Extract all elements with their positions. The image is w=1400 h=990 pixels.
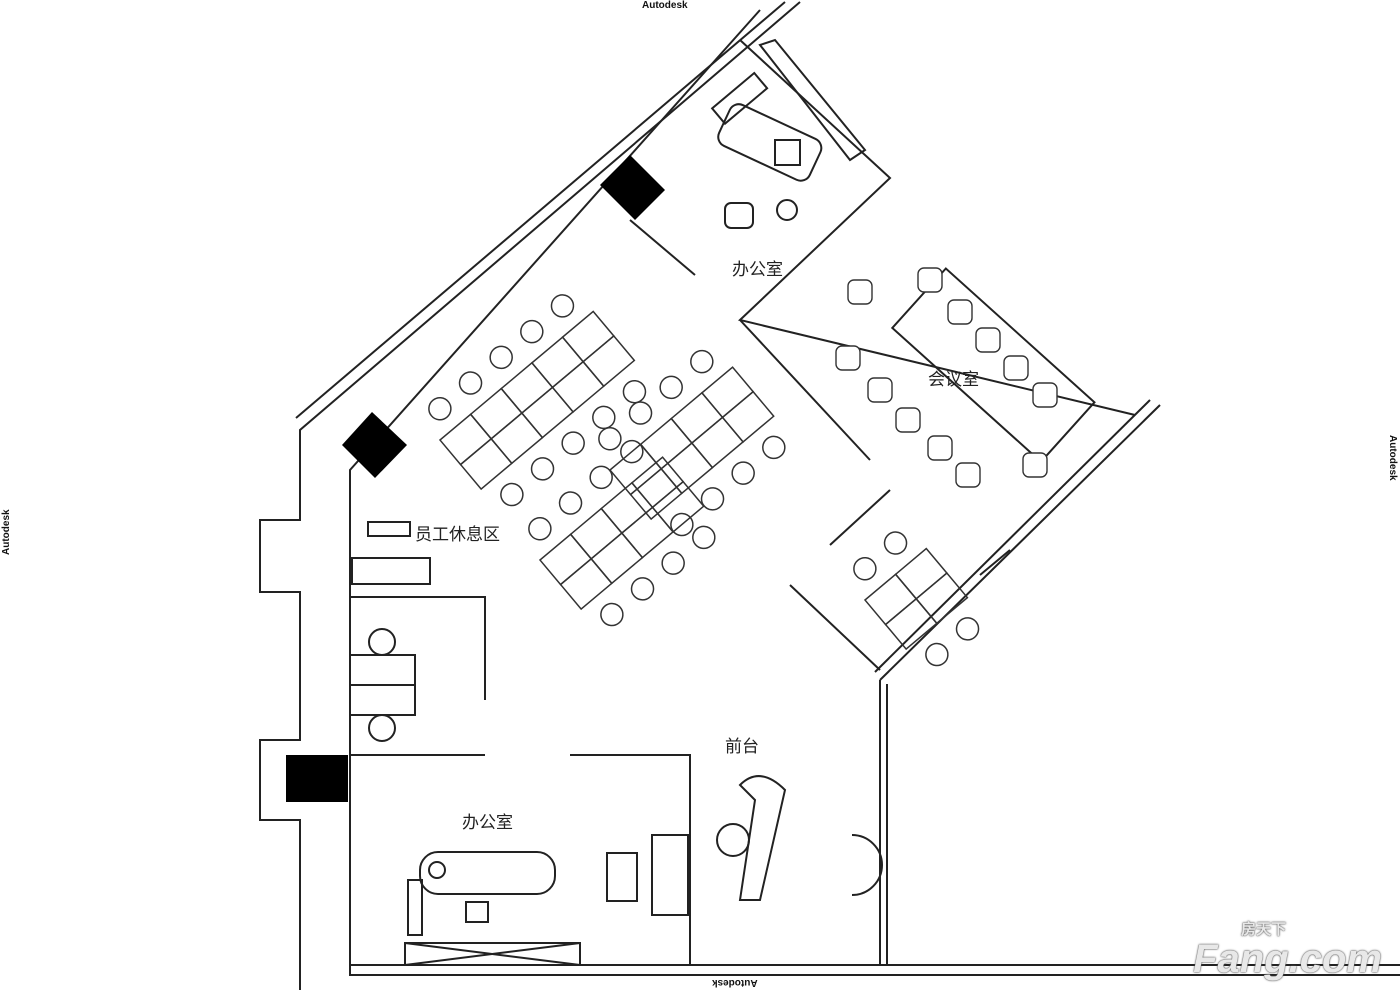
desk xyxy=(500,361,554,415)
meeting-chair xyxy=(895,407,921,433)
desk xyxy=(559,557,613,611)
chair xyxy=(530,457,555,481)
chair xyxy=(592,405,616,430)
meeting-chair xyxy=(1003,355,1029,381)
chair xyxy=(561,431,585,455)
chair xyxy=(628,401,653,425)
chair xyxy=(731,461,755,485)
autodesk-left: Autodesk xyxy=(1,509,12,555)
desk xyxy=(894,547,948,600)
label-meeting-room: 会议室 xyxy=(928,370,979,390)
meeting-chairs xyxy=(835,267,1058,488)
autodesk-top: Autodesk xyxy=(642,0,688,11)
label-office-top: 办公室 xyxy=(732,260,783,280)
chair xyxy=(528,517,552,541)
workstation-cluster xyxy=(528,439,716,627)
meeting-chair xyxy=(1022,452,1048,478)
desk xyxy=(490,412,544,465)
desk xyxy=(459,437,513,491)
chair xyxy=(520,319,544,344)
chair xyxy=(692,525,716,550)
desk xyxy=(569,507,623,560)
chair xyxy=(690,349,714,374)
desk xyxy=(690,416,745,469)
meeting-chair xyxy=(975,327,1001,353)
autodesk-bottom: Autodesk xyxy=(712,977,758,988)
meeting-chair xyxy=(867,377,893,403)
chair xyxy=(500,482,524,507)
desk xyxy=(670,391,724,445)
desk xyxy=(915,572,969,625)
chair xyxy=(558,491,583,515)
meeting-chair xyxy=(835,345,861,371)
chair xyxy=(458,371,483,395)
meeting-chair xyxy=(917,267,943,293)
desk xyxy=(520,386,575,439)
chair xyxy=(659,375,683,400)
meeting-chair xyxy=(947,299,973,325)
chair xyxy=(661,551,685,575)
chair xyxy=(670,512,694,537)
chair xyxy=(762,435,786,460)
desk xyxy=(469,387,523,440)
chair xyxy=(883,531,908,555)
desk xyxy=(561,310,615,363)
chair xyxy=(550,294,575,318)
chair xyxy=(428,397,452,421)
workstations xyxy=(428,294,980,667)
meeting-chair xyxy=(955,462,981,488)
label-staff-lounge: 员工休息区 xyxy=(415,525,500,545)
logo-cn: 房天下 xyxy=(1241,921,1287,938)
chair xyxy=(489,345,513,370)
desk xyxy=(651,480,705,533)
desk xyxy=(551,360,605,413)
desk xyxy=(582,334,636,388)
chair xyxy=(925,642,949,667)
chair xyxy=(589,465,613,490)
chair xyxy=(700,487,725,511)
desk xyxy=(530,336,585,389)
autodesk-right: Autodesk xyxy=(1387,435,1398,481)
desk xyxy=(721,390,775,443)
desk xyxy=(700,366,755,419)
chair xyxy=(630,577,655,601)
workstation-cluster xyxy=(428,294,647,507)
label-reception: 前台 xyxy=(725,737,759,757)
desk xyxy=(538,533,593,586)
meeting-chair xyxy=(927,435,953,461)
meeting-chair xyxy=(1032,382,1058,408)
chair xyxy=(598,427,622,451)
logo-text: Fang.com xyxy=(1193,937,1382,981)
meeting-chair xyxy=(847,279,873,305)
workstation-cluster xyxy=(598,349,786,537)
desk xyxy=(590,532,644,585)
desk xyxy=(884,597,938,651)
desk xyxy=(438,413,493,466)
walls xyxy=(259,1,1400,990)
chair xyxy=(622,379,647,404)
chair xyxy=(853,557,877,581)
chair xyxy=(600,602,624,627)
desk xyxy=(863,573,918,626)
workstation-cluster xyxy=(853,531,980,667)
chair xyxy=(955,617,980,641)
label-office-bottom: 办公室 xyxy=(462,813,513,833)
columns xyxy=(286,155,665,802)
